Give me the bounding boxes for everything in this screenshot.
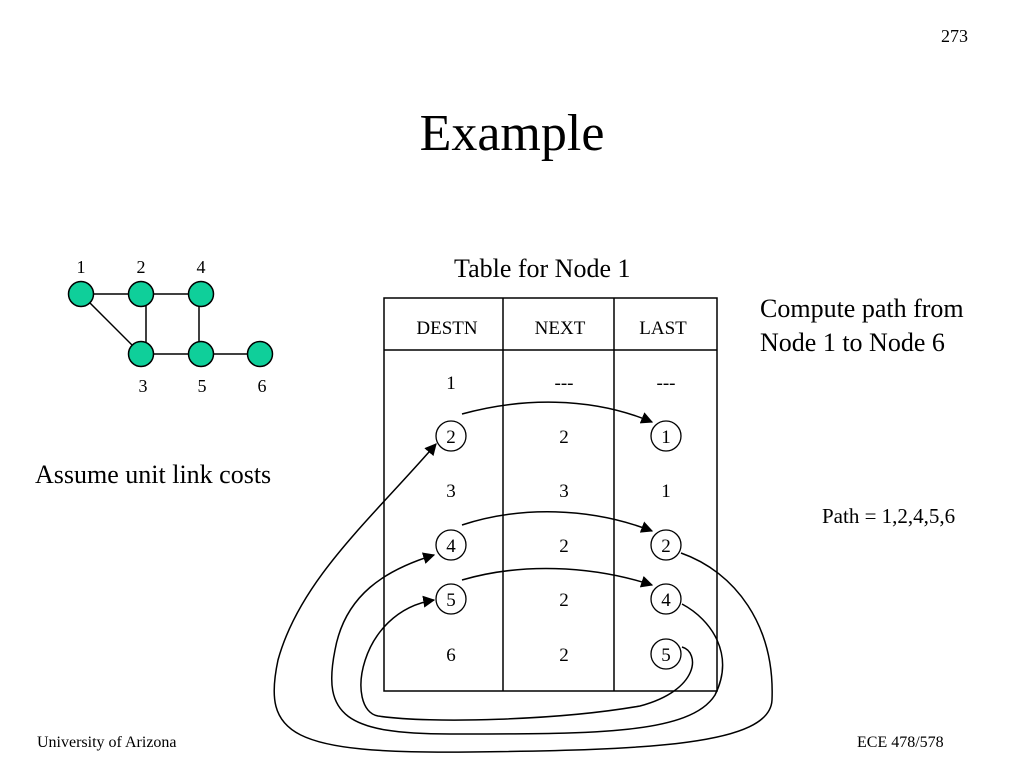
cell-circle xyxy=(650,583,682,615)
cell-circle xyxy=(650,420,682,452)
page-number: 273 xyxy=(941,26,968,46)
graph-node xyxy=(67,280,95,308)
routing-table: DESTN NEXT LAST 1 --- --- 2 2 1 3 3 1 4 … xyxy=(383,297,718,692)
table-cell: 2 xyxy=(559,645,569,666)
table-caption: Table for Node 1 xyxy=(454,254,631,283)
column-header-destn: DESTN xyxy=(416,318,478,339)
graph-node xyxy=(127,280,155,308)
table-cell: 1 xyxy=(661,427,671,448)
graph-node-label: 4 xyxy=(197,257,206,277)
arrow-dest5-to-last4 xyxy=(461,567,654,588)
graph-node-label: 1 xyxy=(77,257,86,277)
graph-node xyxy=(187,340,215,368)
table-cell: 4 xyxy=(661,590,671,611)
table-cell: 1 xyxy=(661,481,671,502)
arrow-dest4-to-last2 xyxy=(461,511,654,533)
table-cell: 2 xyxy=(559,536,569,557)
table-cell: 6 xyxy=(446,645,456,666)
graph-node xyxy=(187,280,215,308)
network-graph: 1 2 4 3 5 6 xyxy=(67,257,274,396)
arrow-last2-to-dest2 xyxy=(273,443,773,753)
table-cell: 5 xyxy=(446,590,456,611)
table-cell: 3 xyxy=(446,481,456,502)
table-frame xyxy=(383,297,718,692)
graph-node-label: 3 xyxy=(139,376,148,396)
table-cell: 2 xyxy=(559,427,569,448)
footer-institution: University of Arizona xyxy=(37,734,177,751)
graph-node-label: 5 xyxy=(198,376,207,396)
task-text: Compute path from Node 1 to Node 6 xyxy=(760,294,964,357)
table-cell: 3 xyxy=(559,481,569,502)
arrow-last4-to-dest4 xyxy=(331,552,724,735)
graph-node xyxy=(127,340,155,368)
cell-circle xyxy=(435,420,467,452)
path-result: Path = 1,2,4,5,6 xyxy=(822,504,956,528)
cell-circle xyxy=(650,638,682,670)
footer-course: ECE 478/578 xyxy=(857,734,944,751)
table-cell: 4 xyxy=(446,536,456,557)
graph-node-label: 6 xyxy=(258,376,267,396)
assumption-text: Assume unit link costs xyxy=(35,460,272,489)
table-cell: 5 xyxy=(661,645,671,666)
column-header-last: LAST xyxy=(639,318,687,339)
slide-title: Example xyxy=(419,105,605,162)
arrow-last5-to-dest5 xyxy=(360,595,694,721)
cell-circle xyxy=(650,529,682,561)
graph-node-label: 2 xyxy=(137,257,146,277)
cell-circle xyxy=(435,583,467,615)
graph-node xyxy=(246,340,274,368)
arrow-dest2-to-last1 xyxy=(461,401,654,424)
table-cell: 2 xyxy=(661,536,671,557)
table-cell: --- xyxy=(555,373,574,394)
cell-circle xyxy=(435,529,467,561)
table-cell: --- xyxy=(657,373,676,394)
table-cell: 1 xyxy=(446,373,456,394)
graph-edge xyxy=(80,293,142,355)
table-cell: 2 xyxy=(559,590,569,611)
trace-arrows xyxy=(273,401,773,753)
column-header-next: NEXT xyxy=(535,318,586,339)
table-cell: 2 xyxy=(446,427,456,448)
